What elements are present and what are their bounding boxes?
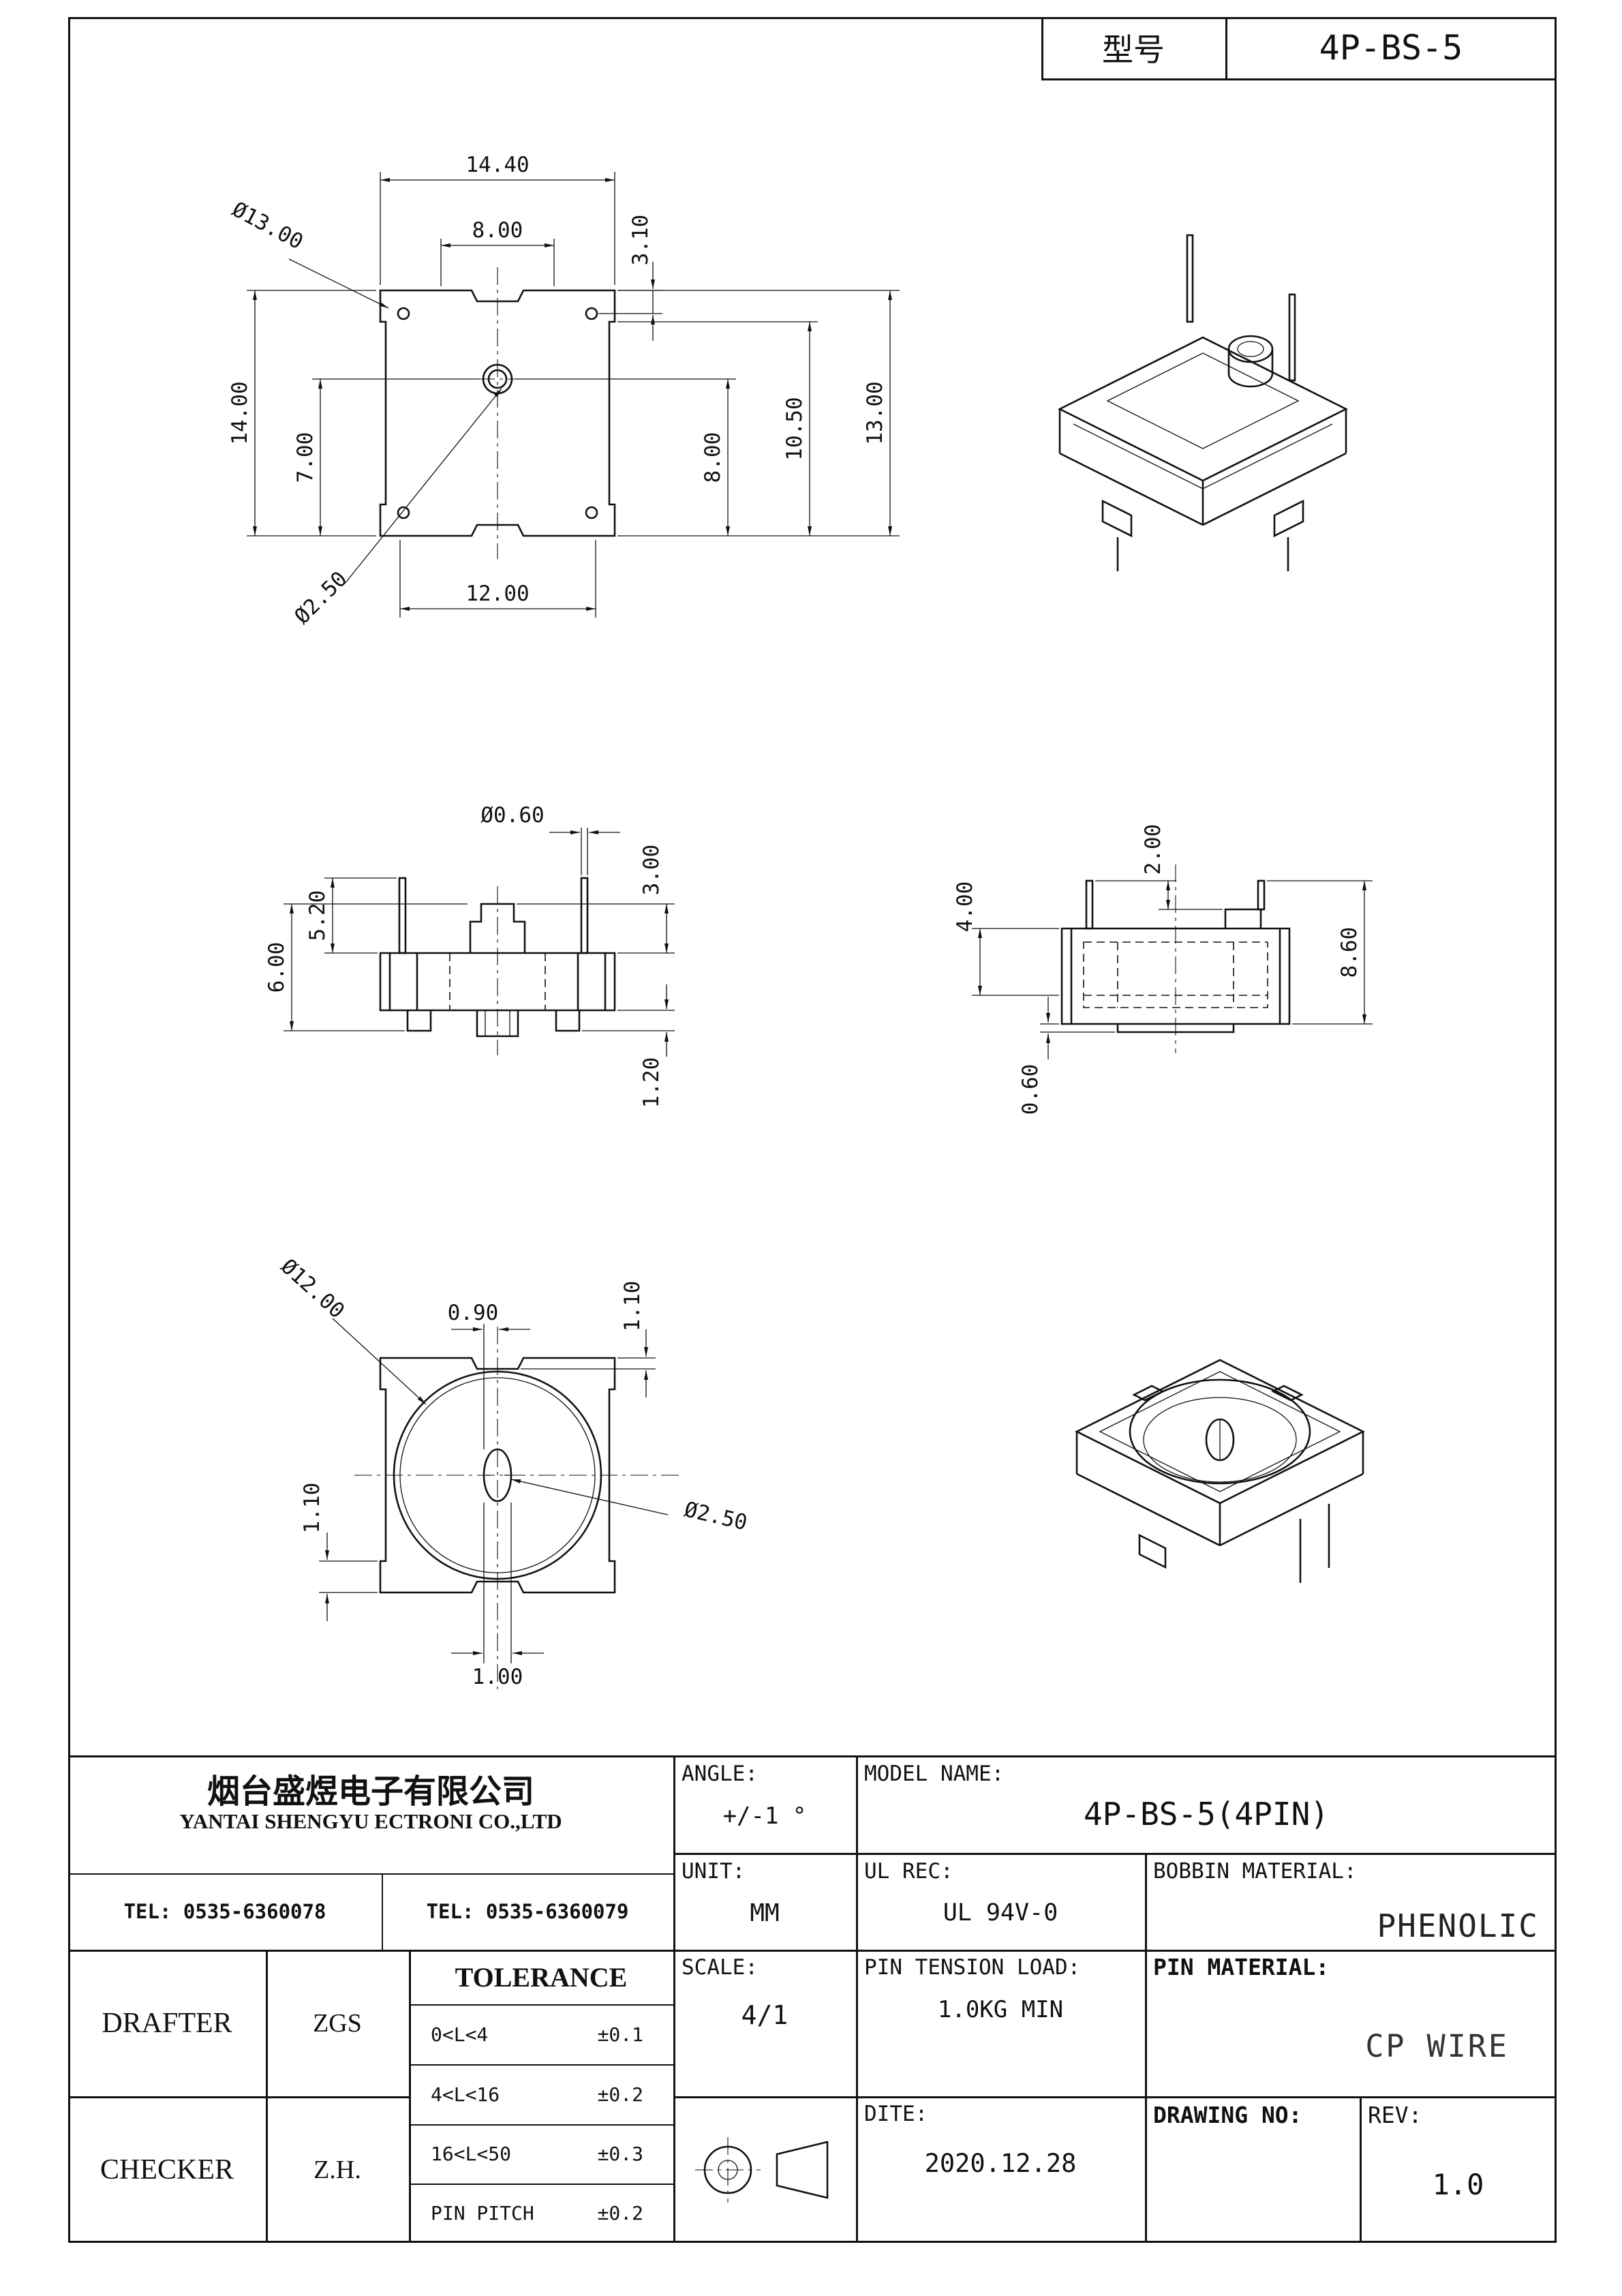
tolerance-title: TOLERANCE xyxy=(455,1961,628,1993)
dim-sideR-total-h: 8.60 xyxy=(1337,927,1362,978)
ul-rec-value: UL 94V-0 xyxy=(943,1899,1058,1927)
dim-front-right-h2: 10.50 xyxy=(782,397,807,460)
dim-bottom-slot-w: 1.00 xyxy=(472,1665,523,1689)
dim-sideL-tab-h: 3.00 xyxy=(639,845,664,896)
tolerance-range: 4<L<16 xyxy=(431,2083,500,2106)
checker-value: Z.H. xyxy=(313,2155,361,2184)
scale-value: 4/1 xyxy=(741,2000,789,2030)
dim-front-left-height: 14.00 xyxy=(228,381,252,444)
model-box-value: 4P-BS-5 xyxy=(1319,28,1463,67)
dim-bottom-slot-dia: Ø2.50 xyxy=(682,1497,750,1535)
tolerance-row: 0<L<4 ±0.1 xyxy=(409,2004,673,2064)
tolerance-range: 0<L<4 xyxy=(431,2023,489,2046)
tolerance-row: 16<L<50 ±0.3 xyxy=(409,2124,673,2184)
dim-front-corner-offset: 3.10 xyxy=(628,215,653,266)
tolerance-value: ±0.1 xyxy=(597,2023,643,2046)
rev-label: REV: xyxy=(1368,2102,1422,2128)
model-name-value: 4P-BS-5(4PIN) xyxy=(1083,1796,1330,1832)
angle-label: ANGLE: xyxy=(682,1762,758,1786)
view-side-left: Ø0.60 5.20 3.00 6.00 1.20 xyxy=(264,803,675,1108)
dim-sideR-step-h: 0.60 xyxy=(1018,1064,1043,1115)
projection-symbol xyxy=(695,2137,829,2203)
pin-material-label: PIN MATERIAL: xyxy=(1153,1954,1330,1980)
dim-bottom-notch-top: 1.10 xyxy=(620,1281,645,1332)
dim-front-hole-dia: Ø2.50 xyxy=(290,567,352,629)
date-label: DITE: xyxy=(864,2102,928,2126)
dim-front-notch-width: 8.00 xyxy=(472,218,523,243)
tel-2: TEL: 0535-6360079 xyxy=(426,1900,629,1923)
tolerance-range: 16<L<50 xyxy=(431,2143,512,2165)
view-front: 14.40 8.00 3.10 Ø13.00 14.00 7.00 xyxy=(228,153,900,629)
tolerance-range: PIN PITCH xyxy=(431,2202,534,2224)
bobbin-material-label: BOBBIN MATERIAL: xyxy=(1153,1859,1357,1884)
dim-front-top-width: 14.40 xyxy=(465,153,529,177)
tolerance-value: ±0.3 xyxy=(597,2143,643,2165)
dim-front-bottom-width: 12.00 xyxy=(465,581,529,606)
pin-material-value: CP WIRE xyxy=(1365,2028,1509,2064)
model-box-label: 型号 xyxy=(1102,32,1165,67)
pin-tension-value: 1.0KG MIN xyxy=(937,1996,1064,2023)
dim-bottom-slot-off: 0.90 xyxy=(448,1301,499,1325)
dim-sideL-pin-len: 5.20 xyxy=(305,890,330,941)
drawing-views: 14.40 8.00 3.10 Ø13.00 14.00 7.00 xyxy=(228,153,1373,1689)
unit-value: MM xyxy=(750,1899,780,1927)
bobbin-material-value: PHENOLIC xyxy=(1377,1907,1539,1944)
angle-value: +/-1 ° xyxy=(722,1802,807,1830)
view-bottom: Ø12.00 0.90 1.10 1.10 Ø2.50 xyxy=(276,1254,750,1689)
dim-sideL-pin-dia: Ø0.60 xyxy=(480,803,544,828)
dim-front-right-h1: 8.00 xyxy=(701,432,725,483)
pin-tension-label: PIN TENSION LOAD: xyxy=(864,1955,1081,1980)
dim-sideL-foot-h: 1.20 xyxy=(639,1057,664,1108)
dim-front-right-h3: 13.00 xyxy=(863,381,887,444)
tolerance-value: ±0.2 xyxy=(597,2083,643,2106)
rev-value: 1.0 xyxy=(1432,2168,1484,2201)
unit-label: UNIT: xyxy=(682,1859,746,1884)
dim-sideL-total-h: 6.00 xyxy=(264,942,289,993)
dim-bottom-notch-left: 1.10 xyxy=(300,1483,324,1534)
model-name-label: MODEL NAME: xyxy=(864,1762,1005,1786)
view-iso-bottom xyxy=(1075,1359,1365,1583)
tolerance-row: PIN PITCH ±0.2 xyxy=(409,2184,673,2243)
dim-sideR-left-h: 4.00 xyxy=(953,881,977,933)
dim-front-center-height: 7.00 xyxy=(293,432,318,483)
tolerance-row: 4<L<16 ±0.2 xyxy=(409,2064,673,2124)
tolerance-value: ±0.2 xyxy=(597,2202,643,2224)
company-name-cn: 烟台盛煜电子有限公司 xyxy=(206,1774,534,1810)
drafter-label: DRAFTER xyxy=(102,2007,232,2039)
sheet-border xyxy=(68,17,1557,2243)
dim-sideR-top-off: 2.00 xyxy=(1141,824,1165,875)
dim-front-flange-dia: Ø13.00 xyxy=(228,197,307,254)
dim-bottom-core-dia: Ø12.00 xyxy=(276,1254,349,1324)
tel-1: TEL: 0535-6360078 xyxy=(123,1900,326,1923)
company-name-en: YANTAI SHENGYU ECTRONI CO.,LTD xyxy=(179,1809,562,1833)
checker-label: CHECKER xyxy=(100,2154,234,2186)
scale-label: SCALE: xyxy=(682,1955,758,1980)
drafter-value: ZGS xyxy=(313,2008,362,2038)
drawing-no-label: DRAWING NO: xyxy=(1153,2102,1302,2128)
ul-rec-label: UL REC: xyxy=(864,1859,953,1884)
date-value: 2020.12.28 xyxy=(924,2149,1077,2178)
view-side-right: 2.00 4.00 8.60 0.60 xyxy=(953,824,1373,1115)
view-iso-top xyxy=(1058,234,1348,571)
